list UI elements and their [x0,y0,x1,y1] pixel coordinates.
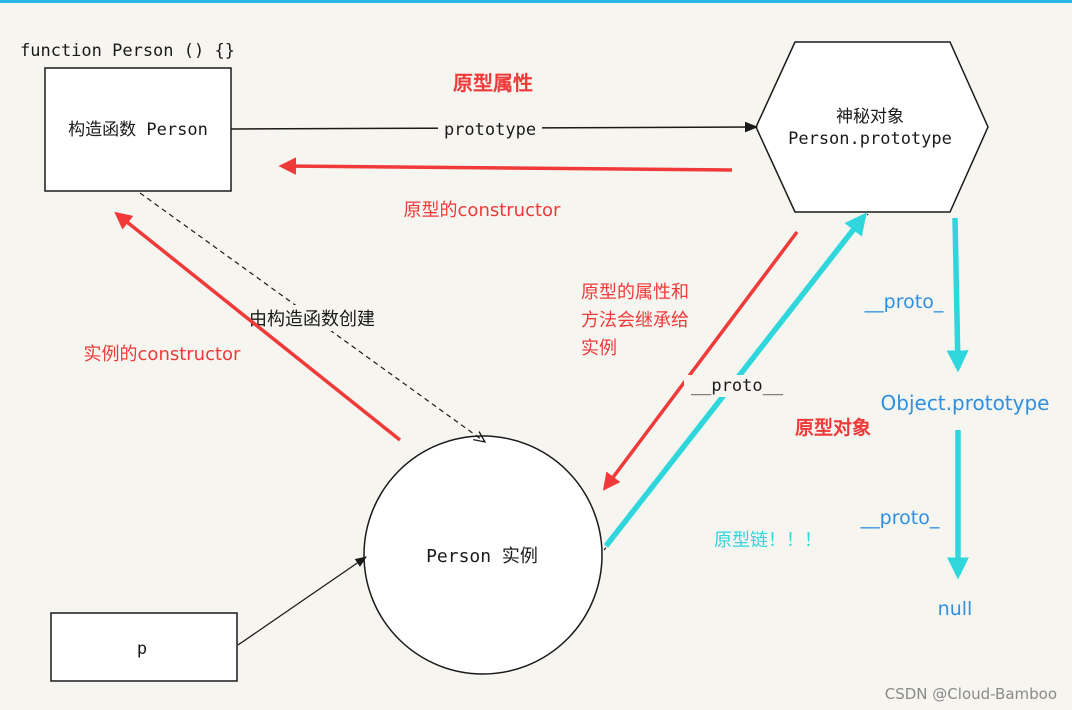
constructor-box-label: 构造函数 Person [68,120,208,140]
variable-p-box [50,612,238,682]
prototype-constructor-arrow [278,157,733,175]
p-reference-arrow [237,556,367,646]
created-by-constructor-arrow [139,192,485,442]
prototype-object-title: 神秘对象 [836,107,904,127]
object-prototype-label: Object.prototype [881,391,1050,415]
prototype-label-bg [438,118,542,140]
created-by-constructor-label: 由构造函数创建 [249,309,375,330]
inherit-annotation-line3: 实例 [581,338,617,359]
created-label-bg [238,305,386,331]
prototype-arrow-label: prototype [444,120,536,140]
inherit-annotation-line2: 方法会继承给 [581,310,689,331]
object-proto-label: __proto_ [860,507,940,529]
inherit-annotation-line1: 原型的属性和 [581,282,689,303]
prototype-proto-label: __proto_ [864,291,944,313]
variable-p-label: p [137,639,147,659]
instance-constructor-arrow [114,211,402,442]
inheritance-arrow [602,230,799,491]
top-accent-line [0,0,1072,3]
prototype-property-annotation: 原型属性 [453,71,533,95]
prototype-constructor-annotation: 原型的constructor [404,200,562,221]
prototype-object-name: Person.prototype [788,129,952,149]
instance-constructor-annotation: 实例的constructor [84,344,242,365]
prototype-chain-annotation: 原型链！！！ [714,530,822,551]
prototype-proto-arrow [946,217,969,373]
prototype-object-annotation: 原型对象 [795,416,871,439]
proto-label-bg [684,375,790,397]
constructor-box [44,67,232,192]
instance-proto-label: __proto__ [691,376,784,396]
code-header: function Person () {} [20,41,235,61]
prototype-object-hexagon [755,41,989,213]
null-label: null [938,598,973,620]
instance-label: Person 实例 [426,546,538,567]
watermark: CSDN @Cloud-Bamboo [885,685,1057,703]
